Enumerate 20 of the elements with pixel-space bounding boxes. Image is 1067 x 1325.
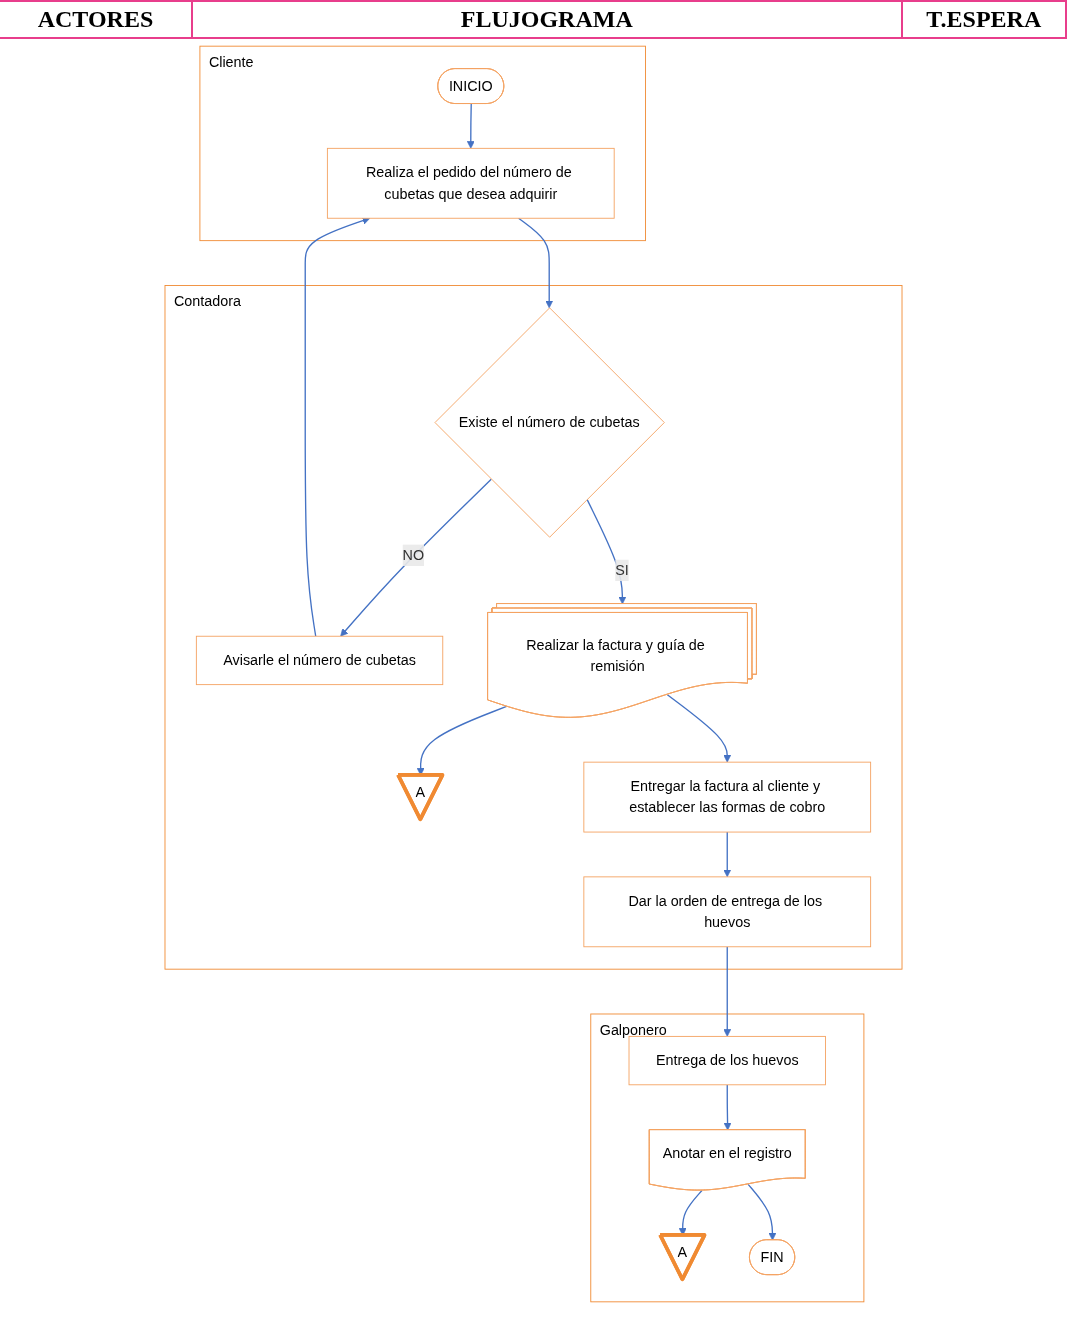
arrow [666, 694, 732, 763]
arrow [747, 1183, 777, 1241]
arrow [586, 498, 627, 605]
node-box: Realiza el pedido del número de cubetas que desea adquirir [326, 147, 615, 219]
node-box: Dar la orden de entrega de los huevos [583, 876, 872, 948]
edge-label: NO [402, 547, 425, 563]
edge-label: SI [615, 562, 629, 578]
arrow [723, 946, 732, 1037]
arrow [723, 831, 732, 878]
node-diamond: Existe el número de cubetas [434, 307, 665, 538]
arrow [517, 217, 554, 309]
column-header: ACTORES [0, 2, 193, 37]
node-box: Entregar la factura al cliente y establecer las formas de cobro [583, 761, 872, 833]
arrow [466, 103, 475, 149]
column-header: T.ESPERA [902, 2, 1067, 37]
node-box: Entrega de los huevos [628, 1035, 826, 1086]
node-box: Avisarle el número de cubetas [195, 635, 444, 686]
arrow [723, 1084, 732, 1131]
arrow [340, 478, 492, 637]
column-header: FLUJOGRAMA [192, 2, 903, 37]
